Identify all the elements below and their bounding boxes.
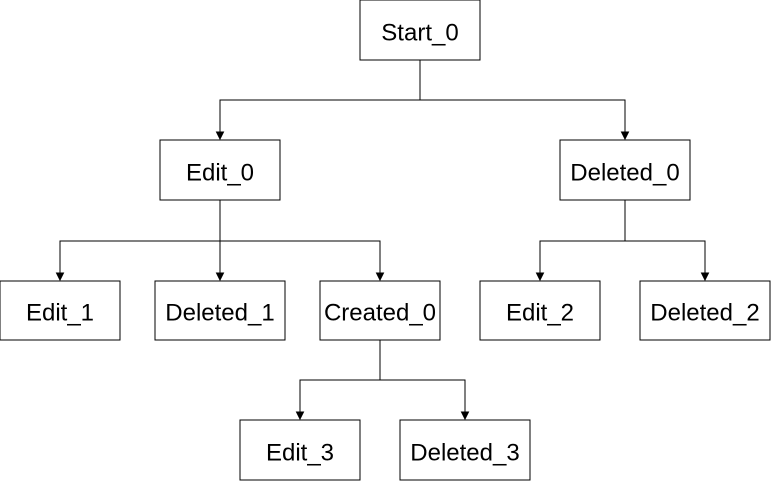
connector-line bbox=[219, 60, 421, 133]
node-deleted-0-label: Deleted_0 bbox=[570, 160, 679, 187]
edge-edit-0-to-created-0 bbox=[219, 200, 385, 282]
connector-line bbox=[379, 340, 466, 413]
node-edit-1-label: Edit_1 bbox=[26, 300, 94, 327]
arrowhead-icon bbox=[620, 131, 630, 141]
node-start-0: Start_0 bbox=[359, 0, 481, 61]
connector-line bbox=[419, 60, 626, 133]
arrowhead-icon bbox=[460, 411, 470, 421]
node-deleted-1-label: Deleted_1 bbox=[165, 300, 274, 327]
node-deleted-2-label: Deleted_2 bbox=[650, 300, 759, 327]
arrowhead-icon bbox=[215, 131, 225, 141]
node-edit-0-label: Edit_0 bbox=[186, 160, 254, 187]
node-deleted-1: Deleted_1 bbox=[154, 280, 286, 341]
arrowhead-icon bbox=[215, 272, 225, 282]
edge-deleted-0-to-edit-2 bbox=[535, 200, 626, 282]
node-edit-2: Edit_2 bbox=[479, 280, 601, 341]
arrowhead-icon bbox=[700, 272, 710, 282]
node-deleted-0: Deleted_0 bbox=[559, 139, 691, 201]
connector-line bbox=[539, 200, 626, 274]
edge-start-0-to-deleted-0 bbox=[419, 60, 630, 141]
edge-created-0-to-edit-3 bbox=[295, 340, 381, 421]
edges-layer bbox=[55, 60, 710, 421]
node-created-0: Created_0 bbox=[319, 280, 441, 341]
node-deleted-2: Deleted_2 bbox=[639, 280, 771, 341]
arrowhead-icon bbox=[55, 272, 65, 282]
connector-line bbox=[624, 200, 706, 274]
arrowhead-icon bbox=[375, 272, 385, 282]
node-edit-0: Edit_0 bbox=[159, 139, 281, 201]
node-edit-3-label: Edit_3 bbox=[266, 440, 334, 467]
edge-deleted-0-to-deleted-2 bbox=[624, 200, 710, 282]
arrowhead-icon bbox=[295, 411, 305, 421]
edge-created-0-to-deleted-3 bbox=[379, 340, 470, 421]
node-start-0-label: Start_0 bbox=[381, 20, 458, 47]
arrowhead-icon bbox=[535, 272, 545, 282]
connector-line bbox=[59, 200, 221, 274]
connector-line bbox=[299, 340, 381, 413]
connector-line bbox=[219, 200, 381, 274]
edge-start-0-to-edit-0 bbox=[215, 60, 421, 141]
node-edit-3: Edit_3 bbox=[239, 419, 361, 481]
node-created-0-label: Created_0 bbox=[324, 300, 436, 327]
node-deleted-3-label: Deleted_3 bbox=[410, 440, 519, 467]
node-edit-2-label: Edit_2 bbox=[506, 300, 574, 327]
node-deleted-3: Deleted_3 bbox=[399, 419, 531, 481]
node-edit-1: Edit_1 bbox=[0, 280, 121, 341]
edge-edit-0-to-edit-1 bbox=[55, 200, 221, 282]
